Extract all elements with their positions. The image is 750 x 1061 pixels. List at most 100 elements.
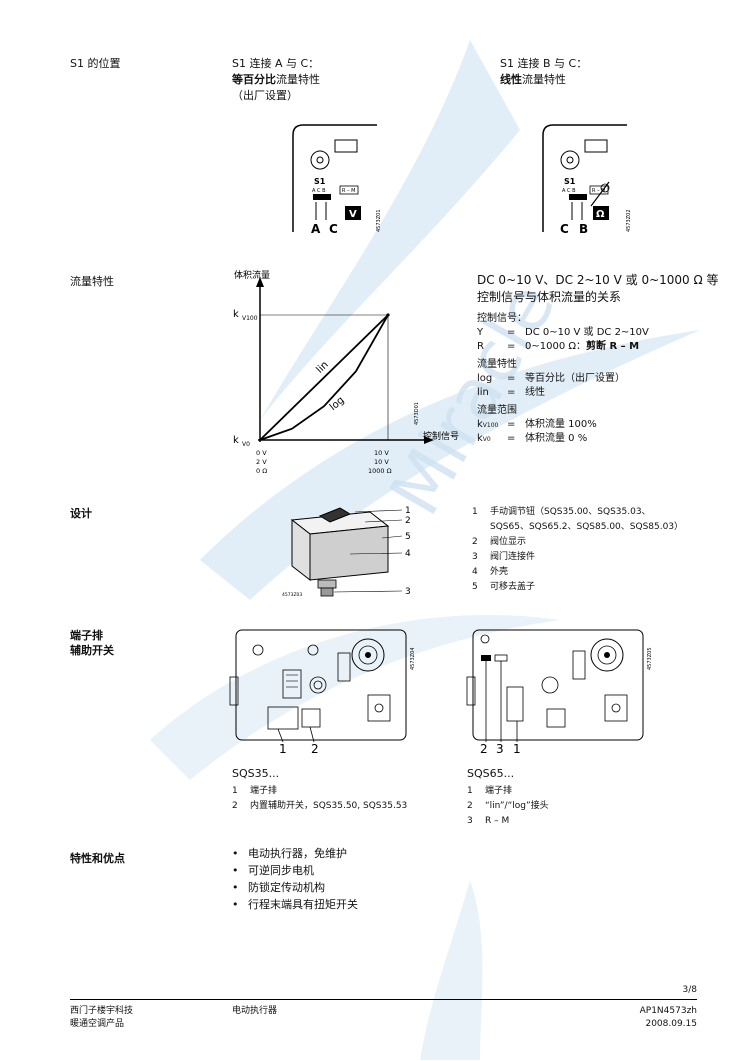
footer-date: 2008.09.15	[645, 1019, 697, 1029]
item-text: 内置辅助开关，SQS35.50, SQS35.53	[250, 801, 408, 811]
chart-xtick-left-2: 0 Ω	[256, 467, 267, 475]
signal-val: 0~1000 Ω：	[525, 341, 587, 352]
terminal-label-1: 端子排	[70, 629, 103, 642]
s1-left-s1-label: S1	[314, 177, 326, 186]
s1-right-acb-label: A C B	[562, 188, 576, 194]
terminal-right-fig-id: 4573Z05	[647, 647, 653, 670]
item-text: “lin”/“log”接头	[485, 801, 549, 811]
item-text: 端子排	[250, 786, 278, 796]
char-eq: =	[507, 387, 516, 398]
s1-left-letter-a: A	[311, 222, 321, 236]
footer-company-1: 西门子楼宇科技	[70, 1006, 134, 1016]
flow-section-label: 流量特性	[70, 275, 114, 288]
page-number: 3/8	[682, 985, 697, 995]
item-num: 1	[232, 786, 238, 796]
y-axis-arrow	[256, 277, 264, 287]
design-section-label: 设计	[70, 507, 92, 520]
range-key: k	[477, 433, 483, 444]
design-callout-2: 2	[405, 516, 411, 526]
footer-company-2: 暖通空调产品	[70, 1019, 125, 1029]
char-val: 等百分比（出厂设置）	[525, 373, 625, 384]
s1-left-diagram: S1 A C B R – M V A C 4573Z01	[292, 124, 382, 236]
flow-heading: DC 0~10 V、DC 2~10 V 或 0~1000 Ω 等 控制信号与体积…	[477, 272, 719, 306]
item-text: 手动调节钮（SQS35.00、SQS35.03、	[490, 507, 651, 517]
item-num: 2	[472, 537, 478, 547]
terminal-right-item-2: 2 “lin”/“log”接头	[467, 800, 549, 812]
s1-left-fig-id: 4573Z01	[376, 209, 382, 232]
range-val: 体积流量 0 %	[525, 433, 588, 444]
char-eq: =	[507, 373, 516, 384]
chart-xtick-left-1: 2 V	[256, 458, 267, 466]
feature-item: 电动执行器，免维护	[232, 845, 358, 862]
item-text: 可移去盖子	[490, 582, 536, 592]
signal-row-r: R=0~1000 Ω：剪断 R – M	[477, 340, 639, 354]
chart-xtick-left-0: 0 V	[256, 449, 267, 457]
footer-doc-id: AP1N4573zh	[639, 1006, 697, 1016]
series-line-lin	[259, 314, 389, 441]
terminal-left-callout-2: 2	[311, 742, 319, 756]
terminal-left-model: SQS35...	[232, 767, 280, 780]
signal-eq: =	[507, 341, 516, 352]
s1-right-letter-c: C	[560, 222, 569, 236]
s1-left-line2: 等百分比流量特性	[232, 71, 320, 87]
item-text: R – M	[485, 816, 510, 826]
chart-xtick-right-0: 10 V	[374, 449, 389, 457]
features-section-label: 特性和优点	[70, 852, 125, 865]
footer-rule	[70, 999, 697, 1000]
item-num: 1	[467, 786, 473, 796]
design-item-5: 5 可移去盖子	[472, 581, 535, 593]
chart-ytick-bottom-sub: V0	[242, 441, 250, 448]
signal-title: 控制信号：	[477, 313, 527, 324]
s1-left-rest: 流量特性	[276, 73, 320, 86]
item-num: 2	[467, 801, 473, 811]
s1-right-ohm-box: Ω	[596, 209, 605, 220]
chart-fig-id: 4573D01	[414, 402, 420, 425]
signal-key: Y	[477, 327, 484, 338]
s1-left-v-box: V	[349, 209, 357, 220]
range-title: 流量范围	[477, 405, 517, 416]
series-line-log	[259, 314, 389, 441]
chart-ytick-top-main: k	[233, 309, 239, 320]
s1-right-line2: 线性流量特性	[500, 71, 566, 87]
char-title: 流量特性	[477, 359, 517, 370]
chart-ytick-top-sub: V100	[242, 315, 258, 322]
terminal-right-callout-2: 2	[480, 742, 488, 756]
range-sub: V100	[482, 422, 499, 429]
s1-right-bold: 线性	[500, 73, 522, 86]
chart-ylabel: 体积流量	[234, 269, 270, 281]
item-num: 5	[472, 582, 478, 592]
s1-right-line1: S1 连接 B 与 C：	[500, 57, 588, 70]
char-key: log	[477, 373, 493, 384]
item-num: 3	[467, 816, 473, 826]
range-eq: =	[507, 433, 516, 444]
feature-item: 防锁定传动机构	[232, 879, 358, 896]
terminal-label-2: 辅助开关	[70, 644, 114, 657]
terminal-right-model: SQS65...	[467, 767, 515, 780]
item-num: 3	[472, 552, 478, 562]
design-callout-5: 5	[405, 532, 411, 542]
s1-left-acb-label: A C B	[312, 188, 326, 194]
terminal-right-callout-3: 3	[496, 742, 504, 756]
range-key: k	[477, 419, 483, 430]
series-label-log: log	[328, 395, 347, 413]
s1-right-letter-b: B	[579, 222, 588, 236]
s1-right-s1-label: S1	[564, 177, 576, 186]
range-row-0: kV0=体积流量 0 %	[477, 432, 587, 447]
features-list: 电动执行器，免维护 可逆同步电机 防锁定传动机构 行程末端具有扭矩开关	[232, 845, 358, 913]
item-text: 外壳	[490, 567, 509, 577]
terminal-left-callout-1: 1	[279, 742, 287, 756]
s1-left-line1: S1 连接 A 与 C：	[232, 57, 320, 70]
chart-xtick-right-1: 10 V	[374, 458, 389, 466]
s1-right-diagram: S1 A C B R – M Ω C B 4573Z02	[542, 124, 632, 236]
x-axis-arrow	[424, 436, 434, 444]
design-fig-id: 4573Z03	[282, 592, 302, 598]
chart-ytick-bottom-main: k	[233, 435, 239, 446]
design-callout-4: 4	[405, 549, 411, 559]
